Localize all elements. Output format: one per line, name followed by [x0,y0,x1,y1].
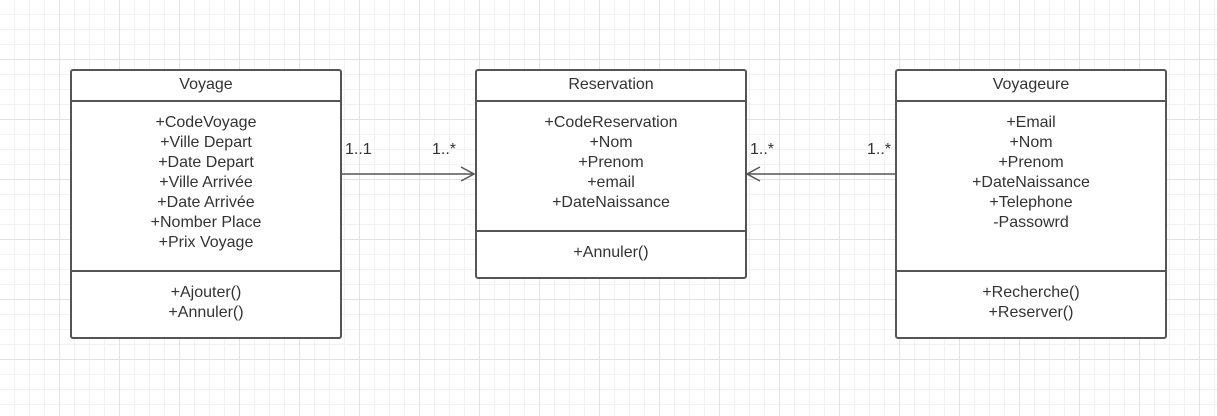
attribute-nom: +Nom [1009,134,1053,151]
attribute-prix-voyage: +Prix Voyage [158,234,254,251]
multiplicity-reservation-left-end: 1..* [432,141,457,158]
operation-ajouter: +Ajouter() [170,284,242,301]
multiplicity-voyage-end: 1..1 [345,141,372,158]
multiplicity-voyageure-end: 1..* [867,141,892,158]
class-reservation[interactable]: Reservation +CodeReservation +Nom +Preno… [475,69,747,279]
class-reservation-attributes: +CodeReservation +Nom +Prenom +email +Da… [477,102,745,232]
class-voyage-attributes: +CodeVoyage +Ville Depart +Date Depart +… [72,102,340,272]
attribute-ville-depart: +Ville Depart [160,134,252,151]
attribute-date-naissance: +DateNaissance [552,194,670,211]
class-voyageure-operations: +Recherche() +Reserver() [897,272,1165,337]
class-voyageure[interactable]: Voyageure +Email +Nom +Prenom +DateNaiss… [895,69,1167,339]
class-voyage-operations: +Ajouter() +Annuler() [72,272,340,337]
attribute-password: -Passowrd [993,214,1069,231]
class-reservation-operations: +Annuler() [477,232,745,277]
attribute-prenom: +Prenom [578,154,644,171]
operation-reserver: +Reserver() [988,304,1074,321]
attribute-telephone: +Telephone [989,194,1073,211]
attribute-code-reservation: +CodeReservation [544,114,678,131]
arrowhead-reservation-left [460,166,476,182]
multiplicity-reservation-right-end: 1..* [750,141,775,158]
attribute-email: +Email [1006,114,1056,131]
attribute-email: +email [587,174,635,191]
attribute-ville-arrivee: +Ville Arrivée [159,174,253,191]
attribute-code-voyage: +CodeVoyage [155,114,257,131]
attribute-date-depart: +Date Depart [158,154,254,171]
class-voyage[interactable]: Voyage +CodeVoyage +Ville Depart +Date D… [70,69,342,339]
operation-annuler: +Annuler() [573,244,649,261]
attribute-nomber-place: +Nomber Place [150,214,262,231]
class-voyageure-name: Voyageure [897,71,1165,102]
class-voyageure-attributes: +Email +Nom +Prenom +DateNaissance +Tele… [897,102,1165,272]
arrowhead-reservation-right [745,166,761,182]
operation-recherche: +Recherche() [982,284,1080,301]
class-reservation-name: Reservation [477,71,745,102]
attribute-date-naissance: +DateNaissance [972,174,1090,191]
attribute-date-arrivee: +Date Arrivée [157,194,255,211]
operation-annuler: +Annuler() [168,304,244,321]
attribute-prenom: +Prenom [998,154,1064,171]
class-voyage-name: Voyage [72,71,340,102]
attribute-nom: +Nom [589,134,633,151]
